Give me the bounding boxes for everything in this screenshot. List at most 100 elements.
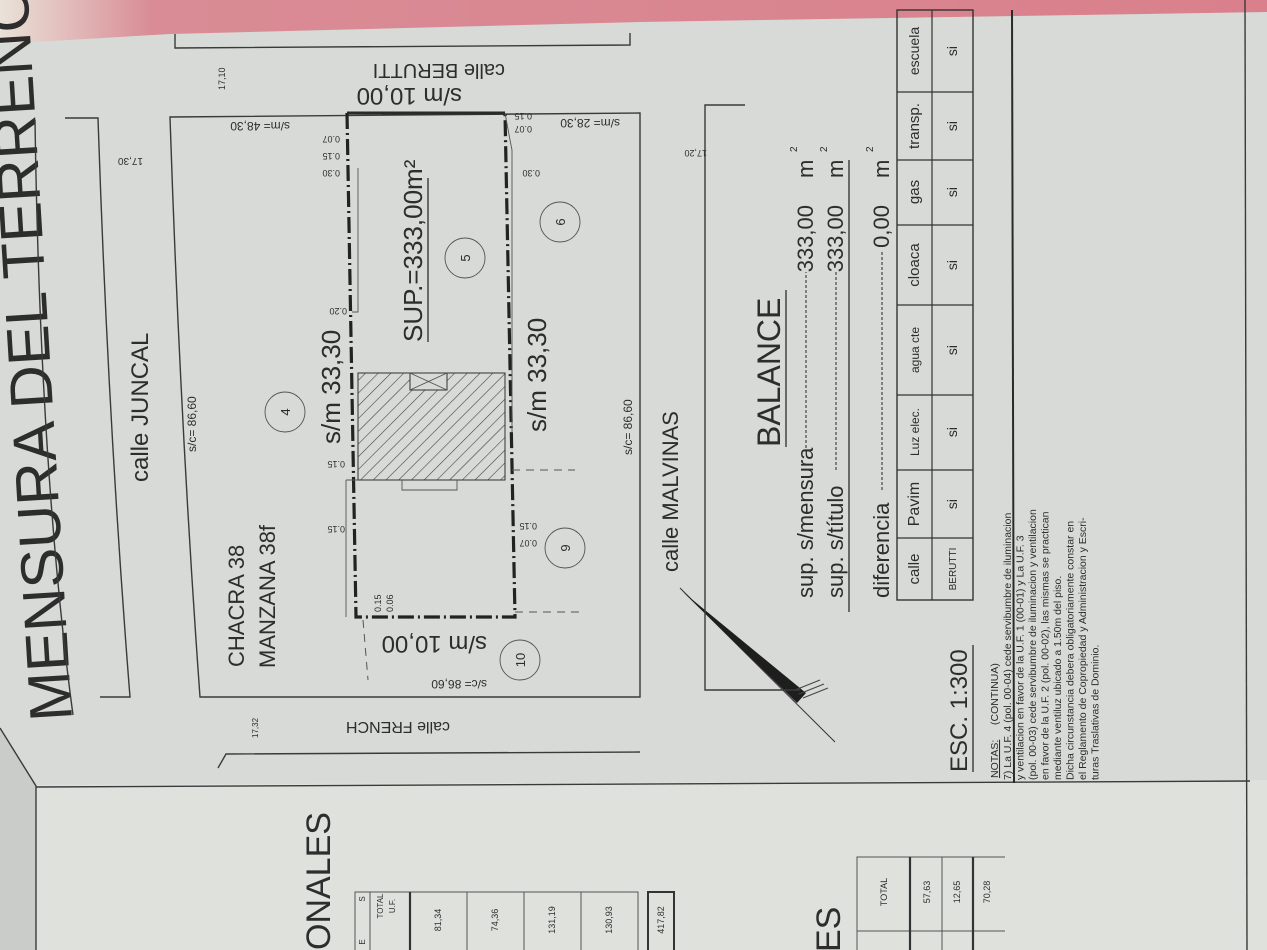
balance-label: sup. s/mensura xyxy=(793,447,818,598)
note-line: 7) La U.F. 4 (pol. 00-04) cede servibumb… xyxy=(1002,513,1014,780)
parcel-4: 4 xyxy=(264,391,306,433)
table-cell: 12,65 xyxy=(952,881,962,904)
balance-value: 333,00 xyxy=(793,205,818,272)
table-header: TOTAL xyxy=(879,878,889,906)
table-cell: 81,34 xyxy=(433,909,443,932)
title-block-border xyxy=(1011,9,1015,784)
table-header: Luz elec. xyxy=(908,408,922,456)
balance-unit-exponent: 2 xyxy=(865,146,876,152)
balance-row-mensura: sup. s/mensura 333,00 m 2 xyxy=(789,146,818,598)
notes-continued: (CONTINUA) xyxy=(989,663,1001,725)
block-measure-top: s/c= 86,60 xyxy=(185,396,199,452)
street-french: calle FRENCH xyxy=(346,718,450,735)
balance-label: sup. s/título xyxy=(823,485,848,598)
table-header: Pavim xyxy=(906,482,923,526)
table-cell: 131,19 xyxy=(547,906,557,934)
balance-unit-exponent: 2 xyxy=(819,146,830,152)
balance-unit-exponent: 2 xyxy=(789,146,800,152)
table-cell: BERUTTI xyxy=(948,548,959,591)
balance-row-diferencia: diferencia 0,00 m 2 xyxy=(865,146,894,598)
balance-title: BALANCE xyxy=(751,298,787,447)
small-dimensions: 0.30 0.15 0.07 0.15 0.07 0.30 0.20 0.15 … xyxy=(322,111,540,612)
table-cell: si xyxy=(944,499,960,509)
chacra-label: CHACRA 38 xyxy=(224,545,249,667)
table-cell: si xyxy=(944,46,960,56)
title-curve-line xyxy=(34,119,74,716)
note-line: mediante ventiluz ubicado a 1.50m del pi… xyxy=(1052,576,1064,780)
level-mark: 17,30 xyxy=(118,155,143,166)
parcel-number: 5 xyxy=(458,254,473,261)
balance-value: 0,00 xyxy=(869,205,894,248)
parcel-number: 4 xyxy=(278,408,293,415)
dim-label: 0.15 xyxy=(373,594,383,612)
dim-label: 0.07 xyxy=(514,124,532,134)
side-measure-left: s/m 33,30 xyxy=(316,330,346,444)
side-measure-right: s/m 33,30 xyxy=(522,318,552,432)
street-band-berutti xyxy=(174,33,631,49)
table-header: transp. xyxy=(906,103,923,149)
dim-label: 0.30 xyxy=(522,168,540,178)
hatched-building-area xyxy=(357,372,506,481)
note-line: el Reglamento de Copropiedad y Administr… xyxy=(1077,517,1089,780)
table-header: gas xyxy=(906,180,923,204)
dim-label: 0.15 xyxy=(519,521,537,531)
table-header: escuela xyxy=(906,27,922,75)
dim-label: 0.15 xyxy=(514,111,532,121)
dim-label: 0.06 xyxy=(385,594,395,612)
parcel-6: 6 xyxy=(539,201,581,243)
lot-boundary xyxy=(345,112,517,619)
table-cell: si xyxy=(944,187,960,197)
street-band-juncal xyxy=(65,117,131,698)
table-total: 417,82 xyxy=(656,906,666,934)
table-header: S xyxy=(358,896,367,901)
underlying-sheet xyxy=(0,780,1267,950)
lot-area-label: SUP.=333,00m² xyxy=(398,159,428,342)
underlying-table-2: TOTAL 57,63 12,65 70,28 xyxy=(856,856,1005,950)
building-notch xyxy=(401,480,458,491)
parcel-5: 5 xyxy=(444,237,486,279)
dim-label: 0.15 xyxy=(327,459,345,469)
table-cell: 74,36 xyxy=(490,909,500,932)
block-frame xyxy=(169,112,641,698)
background-cloth xyxy=(0,0,1267,44)
services-table xyxy=(896,9,974,601)
dim-label: 0.15 xyxy=(322,151,340,161)
table-cell: si xyxy=(944,260,960,270)
fold-line-bottom xyxy=(35,780,1251,788)
measure-28-30: s/m= 28,30 xyxy=(560,116,620,130)
balance-unit: m xyxy=(869,160,894,178)
table-header: agua cte xyxy=(908,327,922,373)
scale-label: ESC. 1:300 xyxy=(946,649,973,772)
underlying-heading-2: ES xyxy=(810,907,848,950)
parcel-number: 9 xyxy=(558,544,573,551)
manzana-label: MANZANA 38f xyxy=(255,524,280,668)
underlying-heading-1: ONALES xyxy=(300,812,338,950)
extension-lines xyxy=(362,469,580,681)
table-cell: si xyxy=(944,427,960,437)
street-juncal: calle JUNCAL xyxy=(127,333,154,482)
note-line: turas Traslativas de Dominio. xyxy=(1090,645,1102,780)
level-mark: 17,20 xyxy=(684,148,707,158)
fold-line-right xyxy=(1244,0,1248,950)
notes: NOTAS: (CONTINUA) 7) La U.F. 4 (pol. 00-… xyxy=(989,509,1102,780)
parcel-9: 9 xyxy=(544,527,586,569)
balance-unit: m xyxy=(793,160,818,178)
underlying-table-1: E S TOTAL U.F. 81,34 74,36 131,19 130,93… xyxy=(354,891,675,950)
table-header: TOTAL xyxy=(376,893,385,919)
street-malvinas: calle MALVINAS xyxy=(658,411,683,572)
street-band-french xyxy=(217,751,641,769)
street-berutti: calle BERUTTI xyxy=(373,59,505,81)
table-total: 70,28 xyxy=(982,881,992,904)
fold-line-left xyxy=(0,727,37,950)
table-cell: si xyxy=(944,345,960,355)
note-line: Dicha circunstancia debera obligatoriame… xyxy=(1065,521,1077,780)
balance-bracket xyxy=(704,104,800,691)
note-line: (pol. 00-03) cede servibumbre de ilumina… xyxy=(1027,509,1039,780)
parcel-number: 6 xyxy=(553,218,568,225)
front-measure-top: s/m 10,00 xyxy=(357,82,462,109)
note-line: en favor de la U.F. 2 (pol. 00-02), las … xyxy=(1040,511,1052,780)
balance-label: diferencia xyxy=(869,502,894,598)
front-measure-bottom: s/m 10,00 xyxy=(382,630,487,657)
balance-unit: m xyxy=(823,160,848,178)
